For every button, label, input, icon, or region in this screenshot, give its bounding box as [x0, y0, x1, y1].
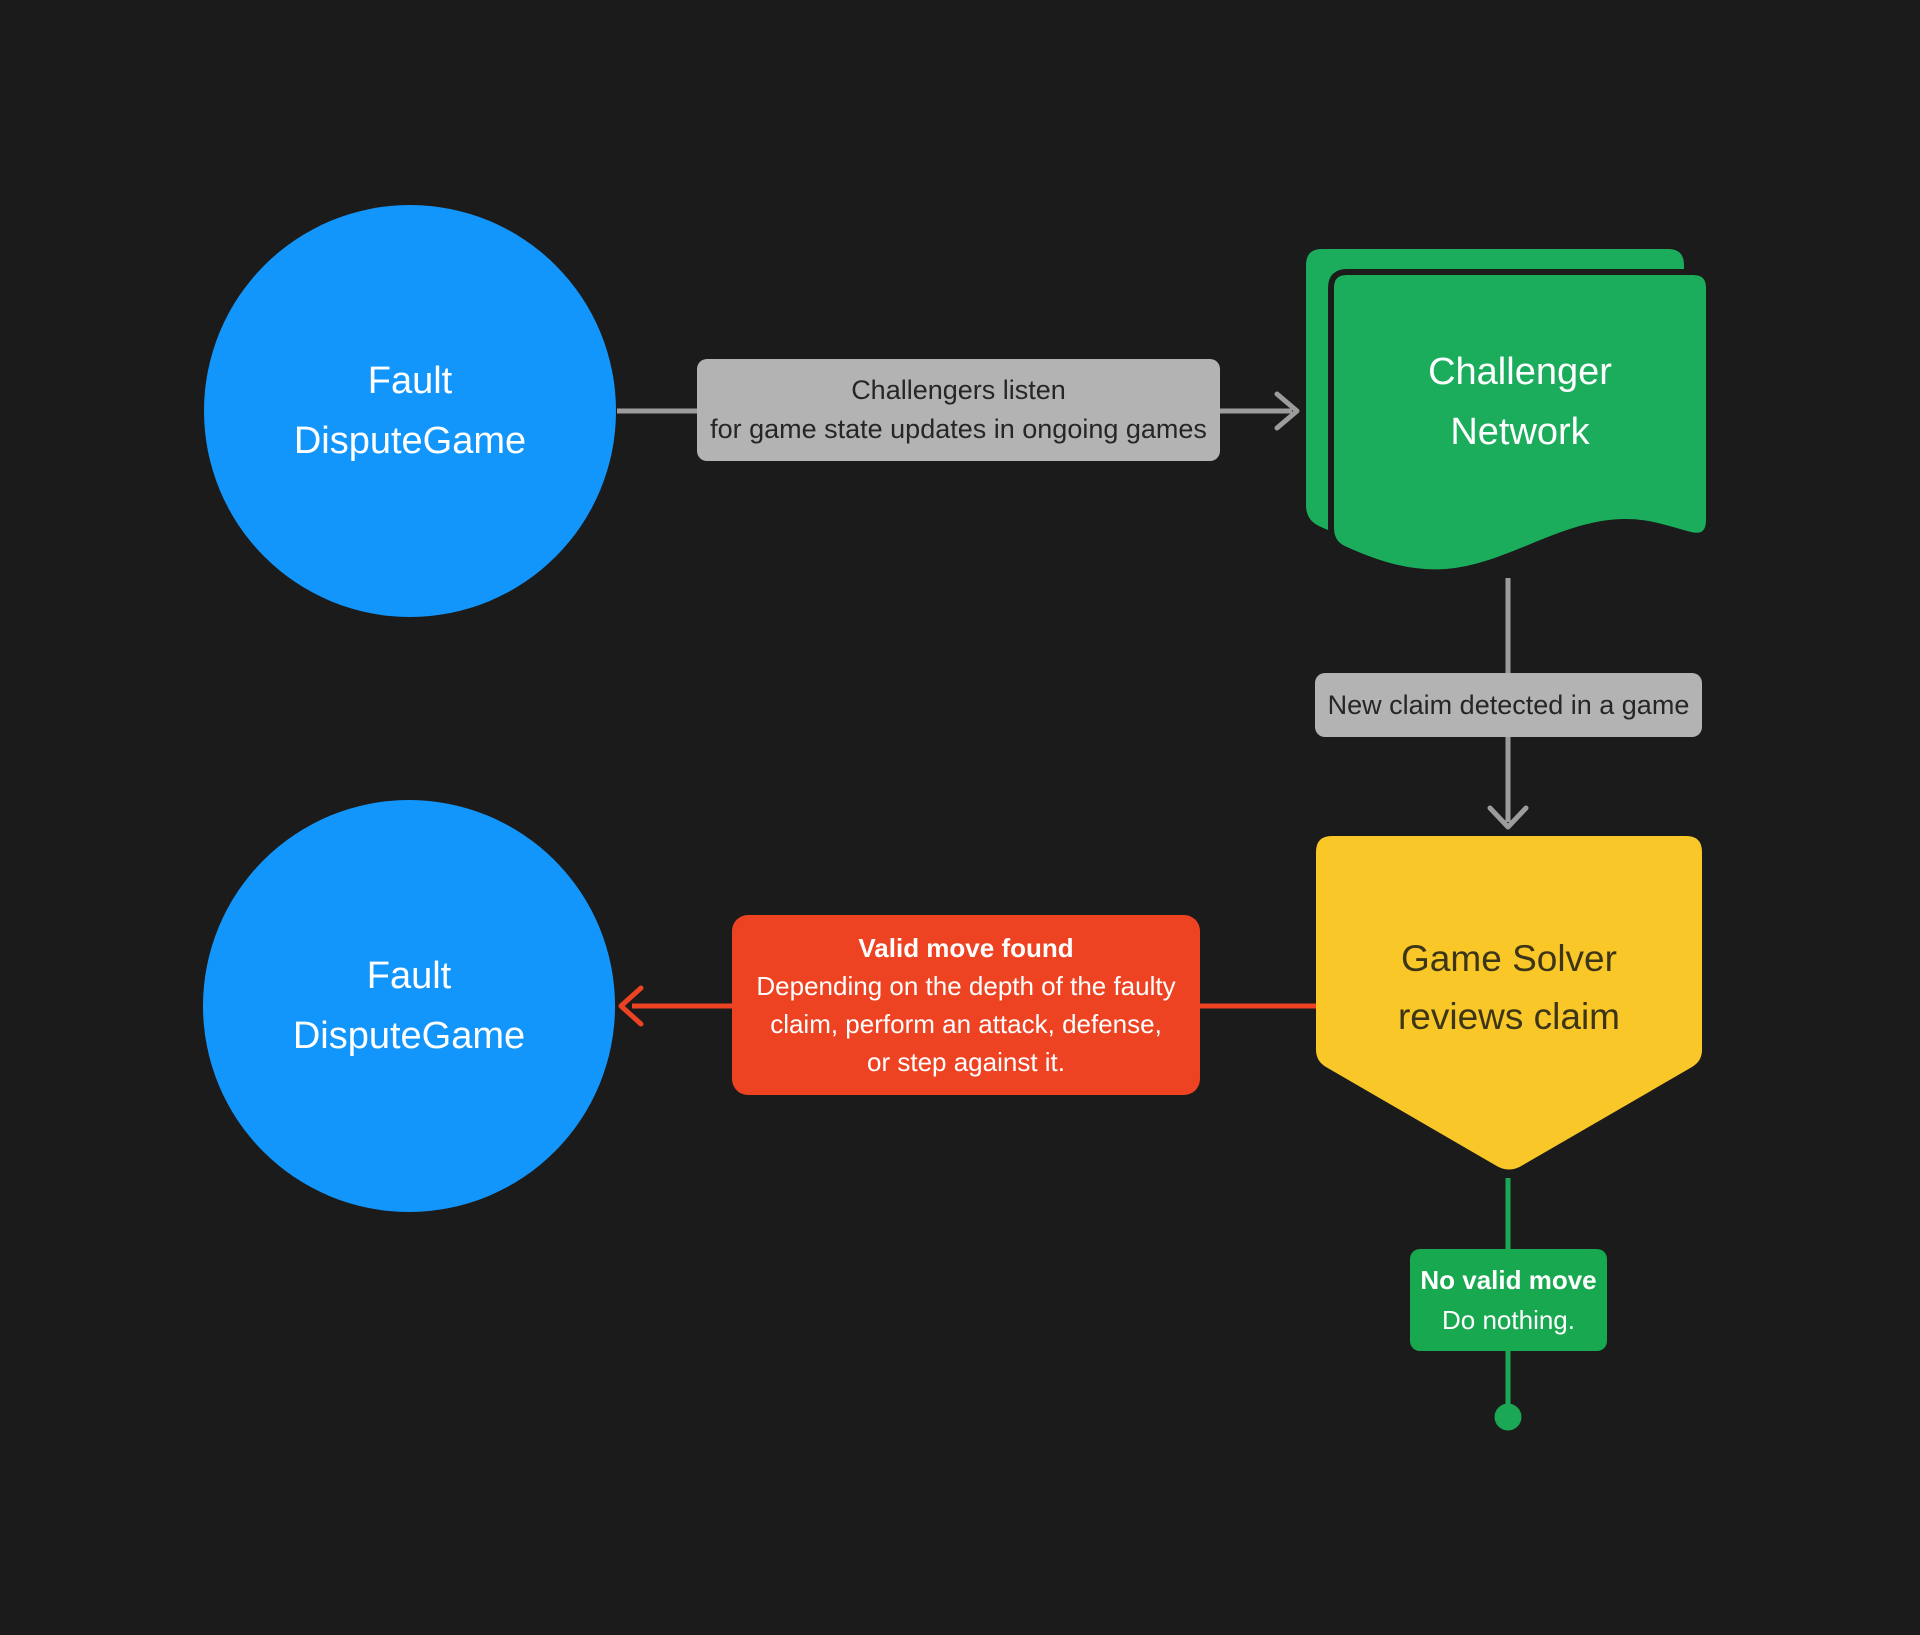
fault-dispute-game-bottom-label: Fault DisputeGame	[203, 800, 615, 1212]
no-valid-move-box: No valid move Do nothing.	[1410, 1249, 1607, 1351]
fault-top-line2: DisputeGame	[293, 420, 527, 462]
new-claim-label: New claim detected in a game	[1315, 673, 1702, 737]
valid-move-box: Valid move found Depending on the depth …	[732, 915, 1200, 1095]
game-solver-shape	[1316, 836, 1702, 1170]
no-valid-move-title: No valid move	[1420, 1265, 1597, 1295]
valid-move-arrow-head-icon	[618, 985, 644, 1027]
fault-dispute-game-bottom-circle	[203, 800, 615, 1212]
game-solver-line2: reviews claim	[1397, 996, 1621, 1037]
listen-arrow-head-icon	[1274, 391, 1300, 431]
flow-end-dot-icon	[1494, 1403, 1522, 1431]
game-solver-line1: Game Solver	[1401, 938, 1617, 979]
challenger-line1: Challenger	[1428, 351, 1612, 393]
listen-label-line1: Challengers listen	[851, 375, 1066, 405]
fault-bottom-line2: DisputeGame	[292, 1015, 526, 1057]
new-claim-arrow-head-icon	[1487, 805, 1529, 830]
valid-move-body-line2: claim, perform an attack, defense,	[770, 1009, 1162, 1039]
fault-bottom-line1: Fault	[366, 955, 452, 997]
challenger-line2: Network	[1450, 411, 1590, 453]
challenger-network-label: Challenger Network	[1331, 277, 1709, 527]
challenger-network-shape-front	[1328, 269, 1712, 576]
game-solver-label: Game Solver reviews claim	[1316, 898, 1702, 1078]
new-claim-label-text: New claim detected in a game	[1327, 689, 1690, 720]
fault-dispute-game-top-circle	[204, 205, 616, 617]
valid-move-body-line3: or step against it.	[867, 1047, 1065, 1077]
listen-label-line2: for game state updates in ongoing games	[710, 414, 1207, 444]
listen-label: Challengers listen for game state update…	[697, 359, 1220, 461]
valid-move-body-line1: Depending on the depth of the faulty	[756, 971, 1176, 1001]
fault-dispute-game-top-label: Fault DisputeGame	[204, 205, 616, 617]
fault-top-line1: Fault	[367, 360, 453, 402]
valid-move-title: Valid move found	[858, 933, 1074, 963]
no-valid-move-body: Do nothing.	[1442, 1305, 1575, 1335]
